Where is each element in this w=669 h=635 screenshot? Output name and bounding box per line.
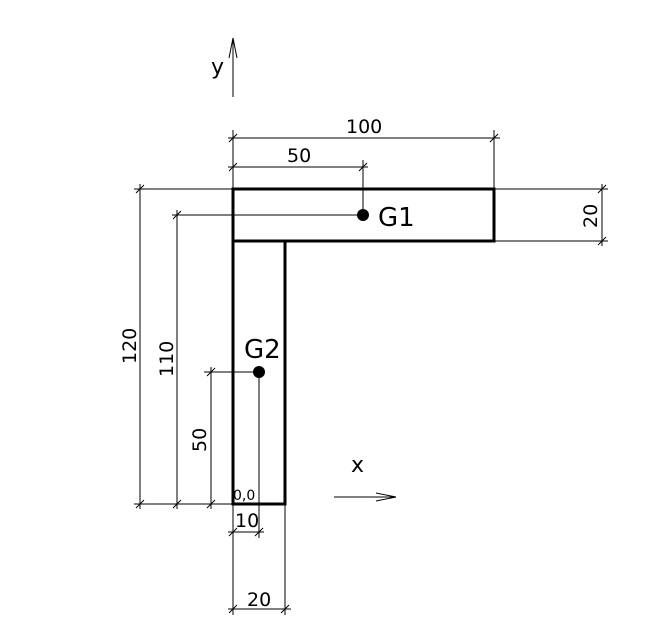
dimension-total-height: 120 <box>119 184 233 509</box>
centroid-g1-label: G1 <box>378 203 415 233</box>
y-axis-label: y <box>211 55 224 80</box>
dimension-top-width: 100 <box>228 116 500 189</box>
dimension-g1-x: 50 <box>228 145 368 209</box>
y-axis: y <box>211 37 238 97</box>
dimension-g1-y: 110 <box>156 210 360 509</box>
dimension-flange-thickness-label: 20 <box>580 204 602 228</box>
dimension-g2-y-label: 50 <box>189 428 211 452</box>
x-axis-label: x <box>351 453 364 478</box>
origin-label: 0,0 <box>233 488 255 504</box>
dimension-g2-x: 10 <box>228 378 264 615</box>
dimension-top-width-label: 100 <box>346 116 382 138</box>
dimension-g1-y-label: 110 <box>156 341 178 377</box>
dimension-web-width: 20 <box>228 504 291 615</box>
centroid-g1-dot <box>357 209 369 221</box>
dimension-g2-x-label: 10 <box>235 510 259 532</box>
dimension-flange-thickness: 20 <box>494 184 608 246</box>
centroid-g2-label: G2 <box>244 335 281 365</box>
centroid-g2: G2 <box>244 335 281 378</box>
dimension-g1-x-label: 50 <box>287 145 311 167</box>
x-axis: x <box>334 453 397 502</box>
centroid-g1: G1 <box>357 203 415 233</box>
dimension-total-height-label: 120 <box>119 328 141 364</box>
centroid-g2-dot <box>253 366 265 378</box>
dimension-web-width-label: 20 <box>247 589 271 611</box>
dimension-g2-y: 50 <box>189 367 256 509</box>
